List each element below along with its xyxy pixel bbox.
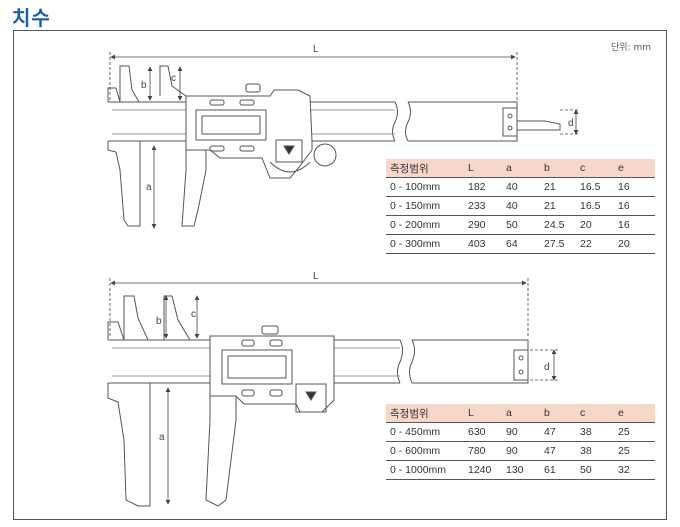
cell: 21 [541, 177, 577, 197]
cell: 90 [503, 441, 541, 461]
cell: 90 [503, 422, 541, 442]
cell: 25 [615, 422, 655, 442]
cell: 40 [503, 196, 541, 216]
label-a-small: a [146, 182, 152, 193]
table-row: 0 - 1000mm 1240 130 61 50 32 [386, 460, 655, 480]
spec-table-large: 측정범위 L a b c e 0 - 450mm 630 90 47 38 25… [386, 404, 655, 480]
cell: 233 [465, 196, 503, 216]
cell: 47 [541, 441, 577, 461]
cell: 0 - 300mm [386, 234, 465, 254]
header-b: b [541, 159, 577, 178]
cell: 130 [503, 460, 541, 480]
table-row: 0 - 150mm 233 40 21 16.5 16 [386, 196, 655, 216]
table-header-row: 측정범위 L a b c e [386, 404, 655, 423]
header-L: L [465, 159, 503, 178]
cell: 16 [615, 215, 655, 235]
header-L: L [465, 404, 503, 423]
header-range: 측정범위 [386, 404, 465, 423]
header-range: 측정범위 [386, 159, 465, 178]
cell: 16.5 [577, 177, 615, 197]
table-row: 0 - 450mm 630 90 47 38 25 [386, 422, 655, 442]
cell: 0 - 150mm [386, 196, 465, 216]
label-d-small: d [568, 118, 574, 129]
cell: 0 - 100mm [386, 177, 465, 197]
cell: 21 [541, 196, 577, 216]
label-b-large: b [156, 316, 162, 327]
dimension-lines-small [109, 52, 580, 229]
cell: 27.5 [541, 234, 577, 254]
cell: 20 [577, 215, 615, 235]
cell: 0 - 1000mm [386, 460, 465, 480]
cell: 61 [541, 460, 577, 480]
label-c-large: c [191, 309, 196, 320]
cell: 40 [503, 177, 541, 197]
cell: 20 [615, 234, 655, 254]
table-header-row: 측정범위 L a b c e [386, 159, 655, 178]
header-a: a [503, 159, 541, 178]
cell: 290 [465, 215, 503, 235]
header-a: a [503, 404, 541, 423]
table-row: 0 - 100mm 182 40 21 16.5 16 [386, 177, 655, 197]
cell: 1240 [465, 460, 503, 480]
label-b-small: b [141, 80, 147, 91]
cell: 50 [503, 215, 541, 235]
cell: 0 - 600mm [386, 441, 465, 461]
cell: 38 [577, 422, 615, 442]
label-L-small: L [313, 44, 319, 55]
cell: 403 [465, 234, 503, 254]
page-title: 치수 [12, 6, 51, 30]
cell: 630 [465, 422, 503, 442]
header-e: e [615, 159, 655, 178]
label-a-large: a [159, 432, 165, 443]
header-b: b [541, 404, 577, 423]
header-c: c [577, 159, 615, 178]
unit-note: 단위: mm [611, 43, 651, 53]
cell: 182 [465, 177, 503, 197]
cell: 16 [615, 196, 655, 216]
cell: 32 [615, 460, 655, 480]
label-L-large: L [313, 271, 319, 282]
cell: 38 [577, 441, 615, 461]
table-row: 0 - 600mm 780 90 47 38 25 [386, 441, 655, 461]
table-row: 0 - 200mm 290 50 24.5 20 16 [386, 215, 655, 235]
caliper-large [107, 295, 529, 507]
cell: 0 - 200mm [386, 215, 465, 235]
table-row: 0 - 300mm 403 64 27.5 22 20 [386, 234, 655, 254]
cell: 16 [615, 177, 655, 197]
cell: 0 - 450mm [386, 422, 465, 442]
header-e: e [615, 404, 655, 423]
spec-table-small: 측정범위 L a b c e 0 - 100mm 182 40 21 16.5 … [386, 159, 655, 254]
label-d-large: d [544, 362, 550, 373]
caliper-small [107, 65, 561, 227]
cell: 50 [577, 460, 615, 480]
cell: 47 [541, 422, 577, 442]
label-c-small: c [171, 73, 176, 84]
cell: 25 [615, 441, 655, 461]
cell: 16.5 [577, 196, 615, 216]
cell: 22 [577, 234, 615, 254]
cell: 780 [465, 441, 503, 461]
header-c: c [577, 404, 615, 423]
dimension-frame [13, 30, 667, 520]
cell: 64 [503, 234, 541, 254]
cell: 24.5 [541, 215, 577, 235]
dimension-lines-large [109, 278, 558, 505]
